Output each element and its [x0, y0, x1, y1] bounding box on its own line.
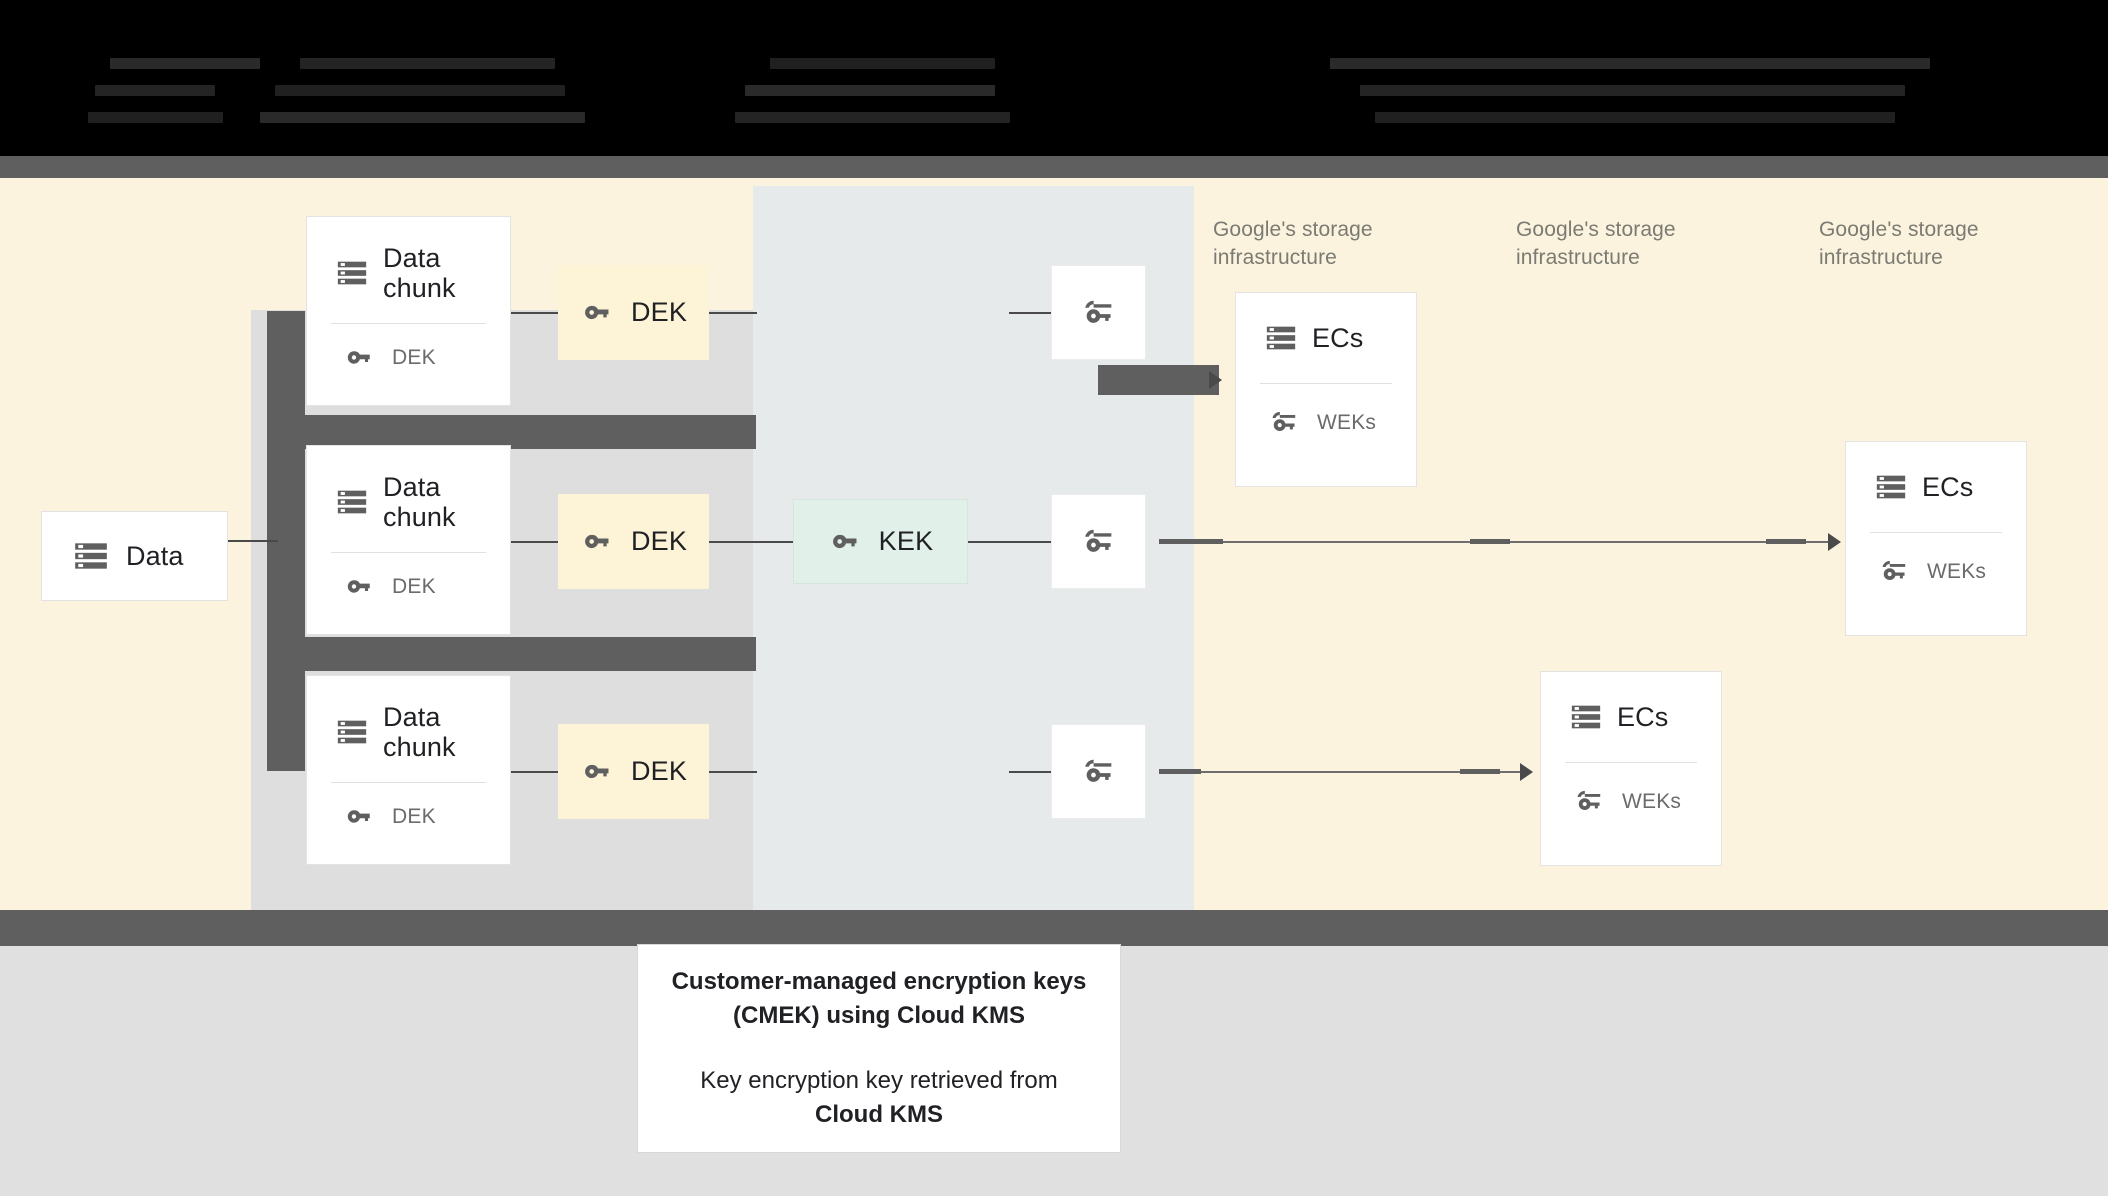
infra-label: Google's storage infrastructure [1213, 218, 1373, 269]
card-data[interactable]: Data [41, 511, 228, 601]
card-ecs[interactable]: ECs WEKs [1235, 292, 1417, 487]
ec-transfer-bar [1098, 365, 1219, 395]
card-chunk-key-label: DEK [392, 345, 436, 369]
server-stack-icon [335, 256, 369, 290]
connector-dek3-out [709, 771, 757, 773]
card-chunk-title: Data chunk [383, 243, 456, 304]
card-ecs-title: ECs [1922, 471, 1974, 502]
card-chunk-key-label: DEK [392, 574, 436, 598]
server-stack-icon [72, 537, 110, 575]
header-black-area [0, 0, 2108, 156]
key-icon [828, 525, 861, 558]
dek-box[interactable]: DEK [558, 265, 709, 360]
wrapped-key-icon [1878, 555, 1911, 588]
card-ecs[interactable]: ECs WEKs [1845, 441, 2027, 636]
fan-out-branch-2 [267, 637, 756, 671]
card-ecs-key-label: WEKs [1927, 559, 1987, 583]
infra-label: Google's storage infrastructure [1516, 218, 1676, 269]
server-stack-icon [335, 715, 369, 749]
caption-body-line1: Key encryption key retrieved from [700, 1066, 1058, 1094]
card-chunk-title: Data chunk [383, 472, 456, 533]
arrow-ec1 [1209, 371, 1222, 389]
card-data-chunk[interactable]: Data chunk DEK [306, 216, 511, 406]
dek-box-label: DEK [630, 526, 688, 556]
caption-title-line2: (CMEK) using Cloud KMS [733, 1002, 1025, 1030]
header-text-line [88, 112, 223, 123]
header-text-line [1375, 112, 1895, 123]
wrapped-key-box[interactable] [1051, 724, 1146, 819]
key-icon [580, 755, 613, 788]
arrow-seg-ec2-a [1159, 539, 1223, 544]
key-icon [343, 342, 374, 373]
key-icon [580, 525, 613, 558]
arrow-seg-ec2-b [1470, 539, 1510, 544]
connector-dek1-out [709, 312, 757, 314]
wrapped-key-icon [1268, 406, 1301, 439]
key-icon [580, 296, 613, 329]
card-data-chunk[interactable]: Data chunk DEK [306, 675, 511, 865]
connector-data-to-chunk [228, 540, 278, 542]
connector-dek2-to-kek [709, 541, 793, 543]
arrow-ec3 [1520, 763, 1533, 781]
wrapped-key-box[interactable] [1051, 265, 1146, 360]
header-text-line [110, 58, 260, 69]
caption-body-line2: Cloud KMS [815, 1100, 943, 1128]
header-text-line [735, 112, 1010, 123]
fan-out-branch-1 [267, 415, 756, 449]
header-text-line [300, 58, 555, 69]
card-data-label: Data [126, 540, 184, 571]
server-stack-icon [1874, 470, 1908, 504]
header-text-line [260, 112, 585, 123]
arrow-seg-ec2-c [1766, 539, 1806, 544]
arrow-line-ec3 [1159, 771, 1529, 773]
arrow-seg-ec3-a [1159, 769, 1201, 774]
arrow-seg-ec3-b [1460, 769, 1500, 774]
card-chunk-title: Data chunk [383, 702, 456, 763]
kek-box-label: KEK [878, 526, 934, 556]
connector-chunk3-to-dek3 [511, 771, 558, 773]
kek-box[interactable]: KEK [793, 499, 968, 584]
server-stack-icon [335, 485, 369, 519]
dek-box-label: DEK [630, 297, 688, 327]
mid-divider-bar [0, 910, 2108, 946]
wrapped-key-box[interactable] [1051, 494, 1146, 589]
caption-panel: Customer-managed encryption keys (CMEK) … [637, 944, 1121, 1153]
caption-title-line1: Customer-managed encryption keys [671, 968, 1087, 996]
card-ecs-title: ECs [1312, 322, 1364, 353]
infra-label: Google's storage infrastructure [1819, 218, 1979, 269]
dek-box[interactable]: DEK [558, 724, 709, 819]
connector-into-wek3 [1009, 771, 1051, 773]
header-text-line [1330, 58, 1930, 69]
server-stack-icon [1569, 700, 1603, 734]
arrow-ec2 [1828, 533, 1841, 551]
server-stack-icon [1264, 321, 1298, 355]
connector-chunk1-to-dek1 [511, 312, 558, 314]
wrapped-key-icon [1573, 785, 1606, 818]
wrapped-key-icon [1080, 294, 1118, 332]
key-icon [343, 801, 374, 832]
connector-chunk2-to-dek2 [511, 541, 558, 543]
wrapped-key-icon [1080, 523, 1118, 561]
card-ecs[interactable]: ECs WEKs [1540, 671, 1722, 866]
connector-kek-to-wek2 [968, 541, 1051, 543]
dek-box[interactable]: DEK [558, 494, 709, 589]
card-ecs-title: ECs [1617, 701, 1669, 732]
top-divider-bar [0, 156, 2108, 178]
card-chunk-key-label: DEK [392, 804, 436, 828]
header-text-line [275, 85, 565, 96]
connector-into-wek1 [1009, 312, 1051, 314]
card-ecs-key-label: WEKs [1317, 410, 1377, 434]
header-text-line [95, 85, 215, 96]
dek-box-label: DEK [630, 756, 688, 786]
header-text-line [1360, 85, 1905, 96]
key-icon [343, 571, 374, 602]
card-ecs-key-label: WEKs [1622, 789, 1682, 813]
header-text-line [770, 58, 995, 69]
header-text-line [745, 85, 995, 96]
card-data-chunk[interactable]: Data chunk DEK [306, 445, 511, 635]
wrapped-key-icon [1080, 753, 1118, 791]
